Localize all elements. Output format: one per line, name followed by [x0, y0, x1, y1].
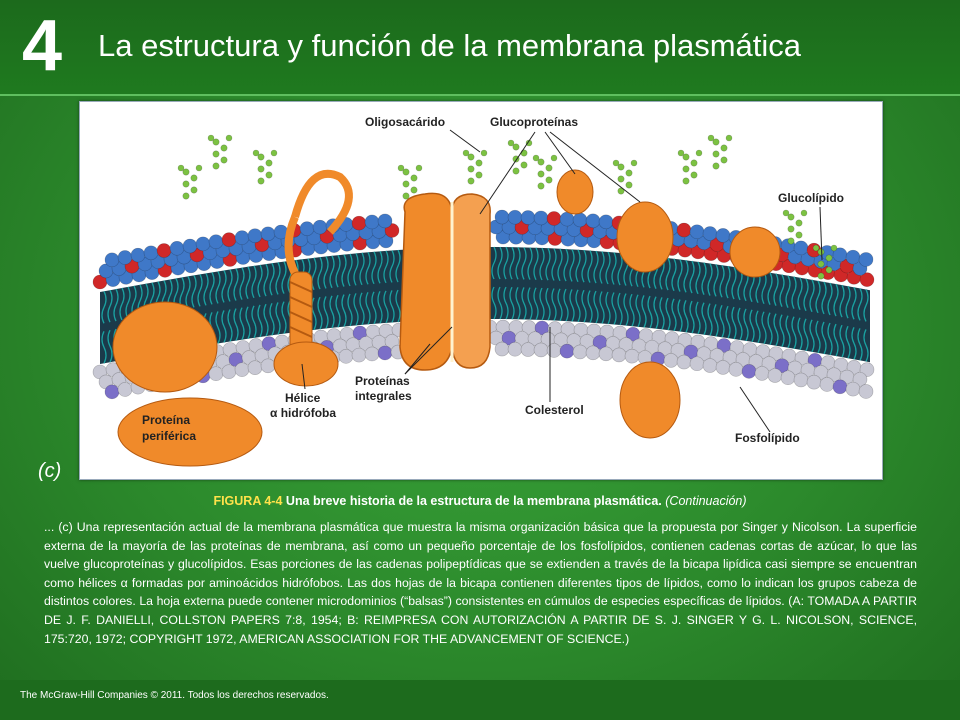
figure-caption-title: FIGURA 4-4 Una breve historia de la estr…: [0, 494, 960, 508]
lower-protein-right: [619, 361, 681, 439]
figure-continuation: (Continuación): [665, 494, 747, 508]
slide-title: La estructura y función de la membrana p…: [98, 28, 802, 63]
integral-protein-channel: [399, 192, 491, 371]
label-helice-hidrofoba: α hidrófoba: [270, 406, 336, 420]
leader-lines: [301, 129, 823, 433]
figure-title: Una breve historia de la estructura de l…: [285, 494, 662, 508]
alpha-helix-protein: [273, 169, 353, 387]
header-band: 4 La estructura y función de la membrana…: [0, 0, 960, 96]
surface-glycoprotein-2: [556, 169, 594, 215]
surface-glycoprotein: [616, 201, 674, 273]
oligosaccharide-chains: [177, 134, 838, 280]
membrane-illustration: Oligosacárido Glucoproteínas Glucolípido…: [92, 115, 875, 467]
label-proteina: Proteína: [142, 413, 190, 427]
label-helice: Hélice: [285, 391, 321, 405]
label-periferica: periférica: [142, 429, 196, 443]
label-fosfolipido: Fosfolípido: [735, 431, 800, 445]
footer-band: [0, 680, 960, 720]
chapter-number: 4: [22, 6, 63, 86]
membrane-figure: Oligosacárido Glucoproteínas Glucolípido…: [79, 101, 883, 480]
figure-caption-body: ... (c) Una representación actual de la …: [44, 520, 917, 646]
label-oligosacarido: Oligosacárido: [365, 115, 445, 129]
peripheral-protein: [117, 397, 263, 467]
label-colesterol: Colesterol: [525, 403, 584, 417]
figure-number: FIGURA 4-4: [213, 494, 283, 508]
surface-protein-right: [729, 226, 781, 278]
label-glucoproteinas: Glucoproteínas: [490, 115, 578, 129]
label-integrales: integrales: [355, 389, 412, 403]
panel-label: (c): [38, 460, 62, 482]
label-proteinas: Proteínas: [355, 374, 410, 388]
copyright-notice: The McGraw-Hill Companies © 2011. Todos …: [20, 690, 329, 701]
peripheral-protein-left: [112, 301, 218, 393]
label-glucolipido: Glucolípido: [778, 191, 844, 205]
